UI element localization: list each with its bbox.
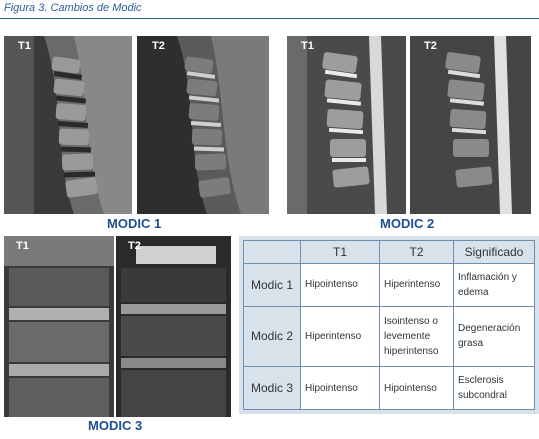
modic3-t1-image (4, 236, 114, 417)
cell-meaning: Esclerosis subcondral (453, 366, 535, 410)
cell-meaning: Degeneración grasa (453, 305, 535, 368)
header-t1: T1 (300, 240, 380, 264)
row-label: Modic 3 (243, 366, 301, 410)
row-label: Modic 2 (243, 305, 301, 368)
modic2-caption: MODIC 2 (380, 216, 435, 231)
table-header-row: T1 T2 Significado (243, 240, 535, 264)
modic2-t1-image (287, 36, 406, 214)
modic2-t2-image (410, 36, 531, 214)
table-row: Modic 2 Hiperintenso Isointenso o leveme… (243, 305, 535, 368)
modic1-t1-label: T1 (18, 40, 31, 52)
modic3-t2-label: T2 (128, 240, 141, 252)
cell-t1: Hipointenso (300, 263, 380, 307)
cell-t1: Hipointenso (300, 366, 380, 410)
header-t2: T2 (379, 240, 454, 264)
table-row: Modic 3 Hipointenso Hipointenso Escleros… (243, 366, 535, 410)
modic1-t2-image (137, 36, 269, 214)
cell-t2: Hipointenso (379, 366, 454, 410)
header-significado: Significado (453, 240, 535, 264)
figure-title: Figura 3. Cambios de Modic (4, 2, 142, 14)
modic3-caption: MODIC 3 (88, 418, 143, 433)
cell-t2: Hiperintenso (379, 263, 454, 307)
header-empty (243, 240, 301, 264)
modic1-t1-image (4, 36, 132, 214)
modic-table: T1 T2 Significado Modic 1 Hipointenso Hi… (243, 240, 535, 410)
cell-meaning: Inflamación y edema (453, 263, 535, 307)
modic1-t2-label: T2 (152, 40, 165, 52)
title-divider (0, 18, 539, 19)
cell-t2: Isointenso o levemente hiperintenso (379, 305, 454, 368)
modic3-t1-label: T1 (16, 240, 29, 252)
modic2-t2-label: T2 (424, 40, 437, 52)
modic2-t1-label: T1 (301, 40, 314, 52)
row-label: Modic 1 (243, 263, 301, 307)
modic1-caption: MODIC 1 (107, 216, 162, 231)
cell-t1: Hiperintenso (300, 305, 380, 368)
modic3-t2-image (116, 236, 231, 417)
table-row: Modic 1 Hipointenso Hiperintenso Inflama… (243, 263, 535, 307)
